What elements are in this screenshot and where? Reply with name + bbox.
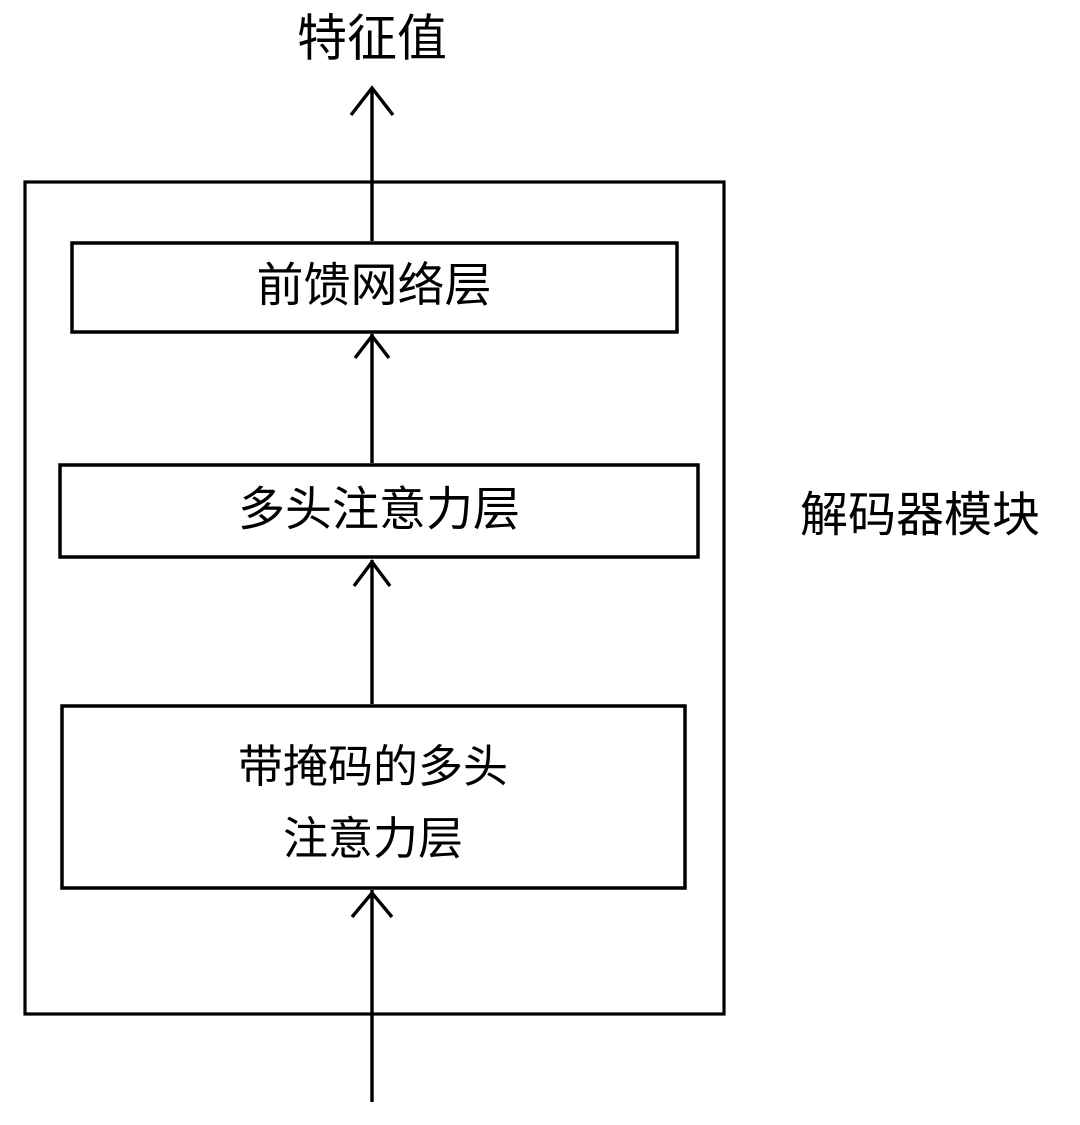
block-multi-head-attention-layer[interactable]: 多头注意力层	[58, 463, 700, 559]
connector-input-to-masked-attention	[350, 890, 394, 1102]
multi-head-attention-label: 多头注意力层	[238, 483, 520, 538]
connector-feed-forward-to-output	[349, 85, 395, 241]
feed-forward-box[interactable]	[70, 241, 679, 334]
masked-attention-arrow-head-icon	[352, 559, 392, 588]
decoder-module-container	[23, 180, 726, 1016]
block-feed-forward-layer[interactable]: 前馈网络层	[70, 241, 679, 334]
masked-multi-head-attention-box[interactable]	[60, 704, 687, 890]
decoder-module-label: 解码器模块	[800, 487, 1040, 543]
connector-masked-attention-to-attention	[352, 559, 392, 704]
multi-head-attention-box[interactable]	[58, 463, 700, 559]
masked-multi-head-attention-label-line2: 注意力层	[283, 812, 463, 865]
input-arrow-head-icon	[350, 890, 394, 919]
block-masked-multi-head-attention-layer[interactable]: 带掩码的多头 注意力层	[60, 704, 687, 890]
connector-attention-to-feed-forward	[353, 333, 391, 463]
masked-multi-head-attention-label-line1: 带掩码的多头	[238, 740, 508, 793]
feed-forward-label: 前馈网络层	[257, 259, 492, 314]
output-feature-value-label: 特征值	[297, 10, 447, 68]
output-arrow-head-icon	[349, 85, 395, 117]
attention-arrow-head-icon	[353, 333, 391, 360]
